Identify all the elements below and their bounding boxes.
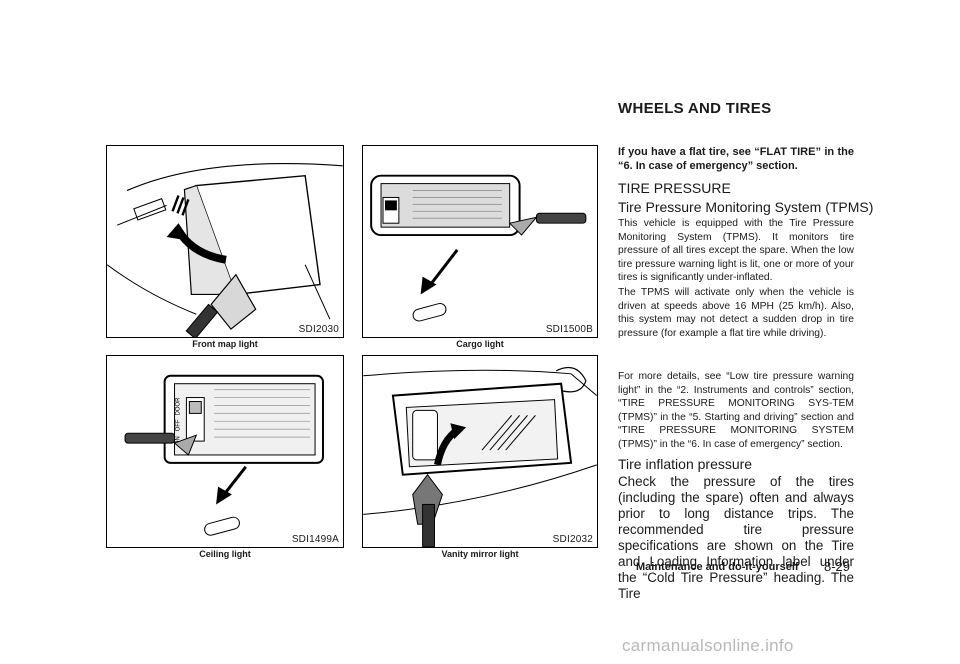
tpms-heading: Tire Pressure Monitoring System (TPMS) <box>618 199 874 215</box>
figure-caption: Vanity mirror light <box>441 549 519 559</box>
paragraph: For more details, see “Low tire pressure… <box>618 371 854 450</box>
figure-vanity-mirror-light: SDI2032 <box>362 355 598 548</box>
figure-caption: Ceiling light <box>199 549 251 559</box>
figure-cargo-light: SDI1500B <box>362 145 598 338</box>
tire-pressure-heading: TIRE PRESSURE <box>618 180 731 196</box>
inflation-heading: Tire inflation pressure <box>618 456 753 472</box>
figure-ceiling-light: DOOR OFF ON SDI1499A <box>106 355 344 548</box>
figure-front-map-light: SDI2030 <box>106 145 344 338</box>
cargo-light-illustration <box>370 174 587 322</box>
footer-section-name: Maintenance and do-it-yourself <box>636 561 799 573</box>
figure-caption: Front map light <box>192 339 258 349</box>
paragraph: The TPMS will activate only when the veh… <box>618 287 854 339</box>
switch-label-on: ON <box>175 436 181 445</box>
page-number: 8-29 <box>824 559 851 574</box>
paragraph: Check the pressure of the tires (includi… <box>618 474 854 601</box>
figure-caption: Cargo light <box>456 339 504 349</box>
figure-code: SDI2032 <box>552 534 593 545</box>
figure-code: SDI2030 <box>298 324 339 335</box>
ceiling-light-illustration: DOOR OFF ON <box>124 374 324 536</box>
switch-label-off: OFF <box>175 419 181 431</box>
intro-text: If you have a flat tire, see “FLAT TIRE”… <box>618 146 854 172</box>
switch-label-door: DOOR <box>175 398 181 416</box>
vanity-mirror-light-illustration <box>363 367 597 547</box>
section-title: WHEELS AND TIRES <box>618 100 772 117</box>
front-map-light-illustration <box>107 163 343 337</box>
paragraph: This vehicle is equipped with the Tire P… <box>618 218 854 284</box>
figure-code: SDI1500B <box>545 324 593 335</box>
watermark: carmanualsonline.info <box>622 636 794 655</box>
figure-code: SDI1499A <box>291 534 339 545</box>
